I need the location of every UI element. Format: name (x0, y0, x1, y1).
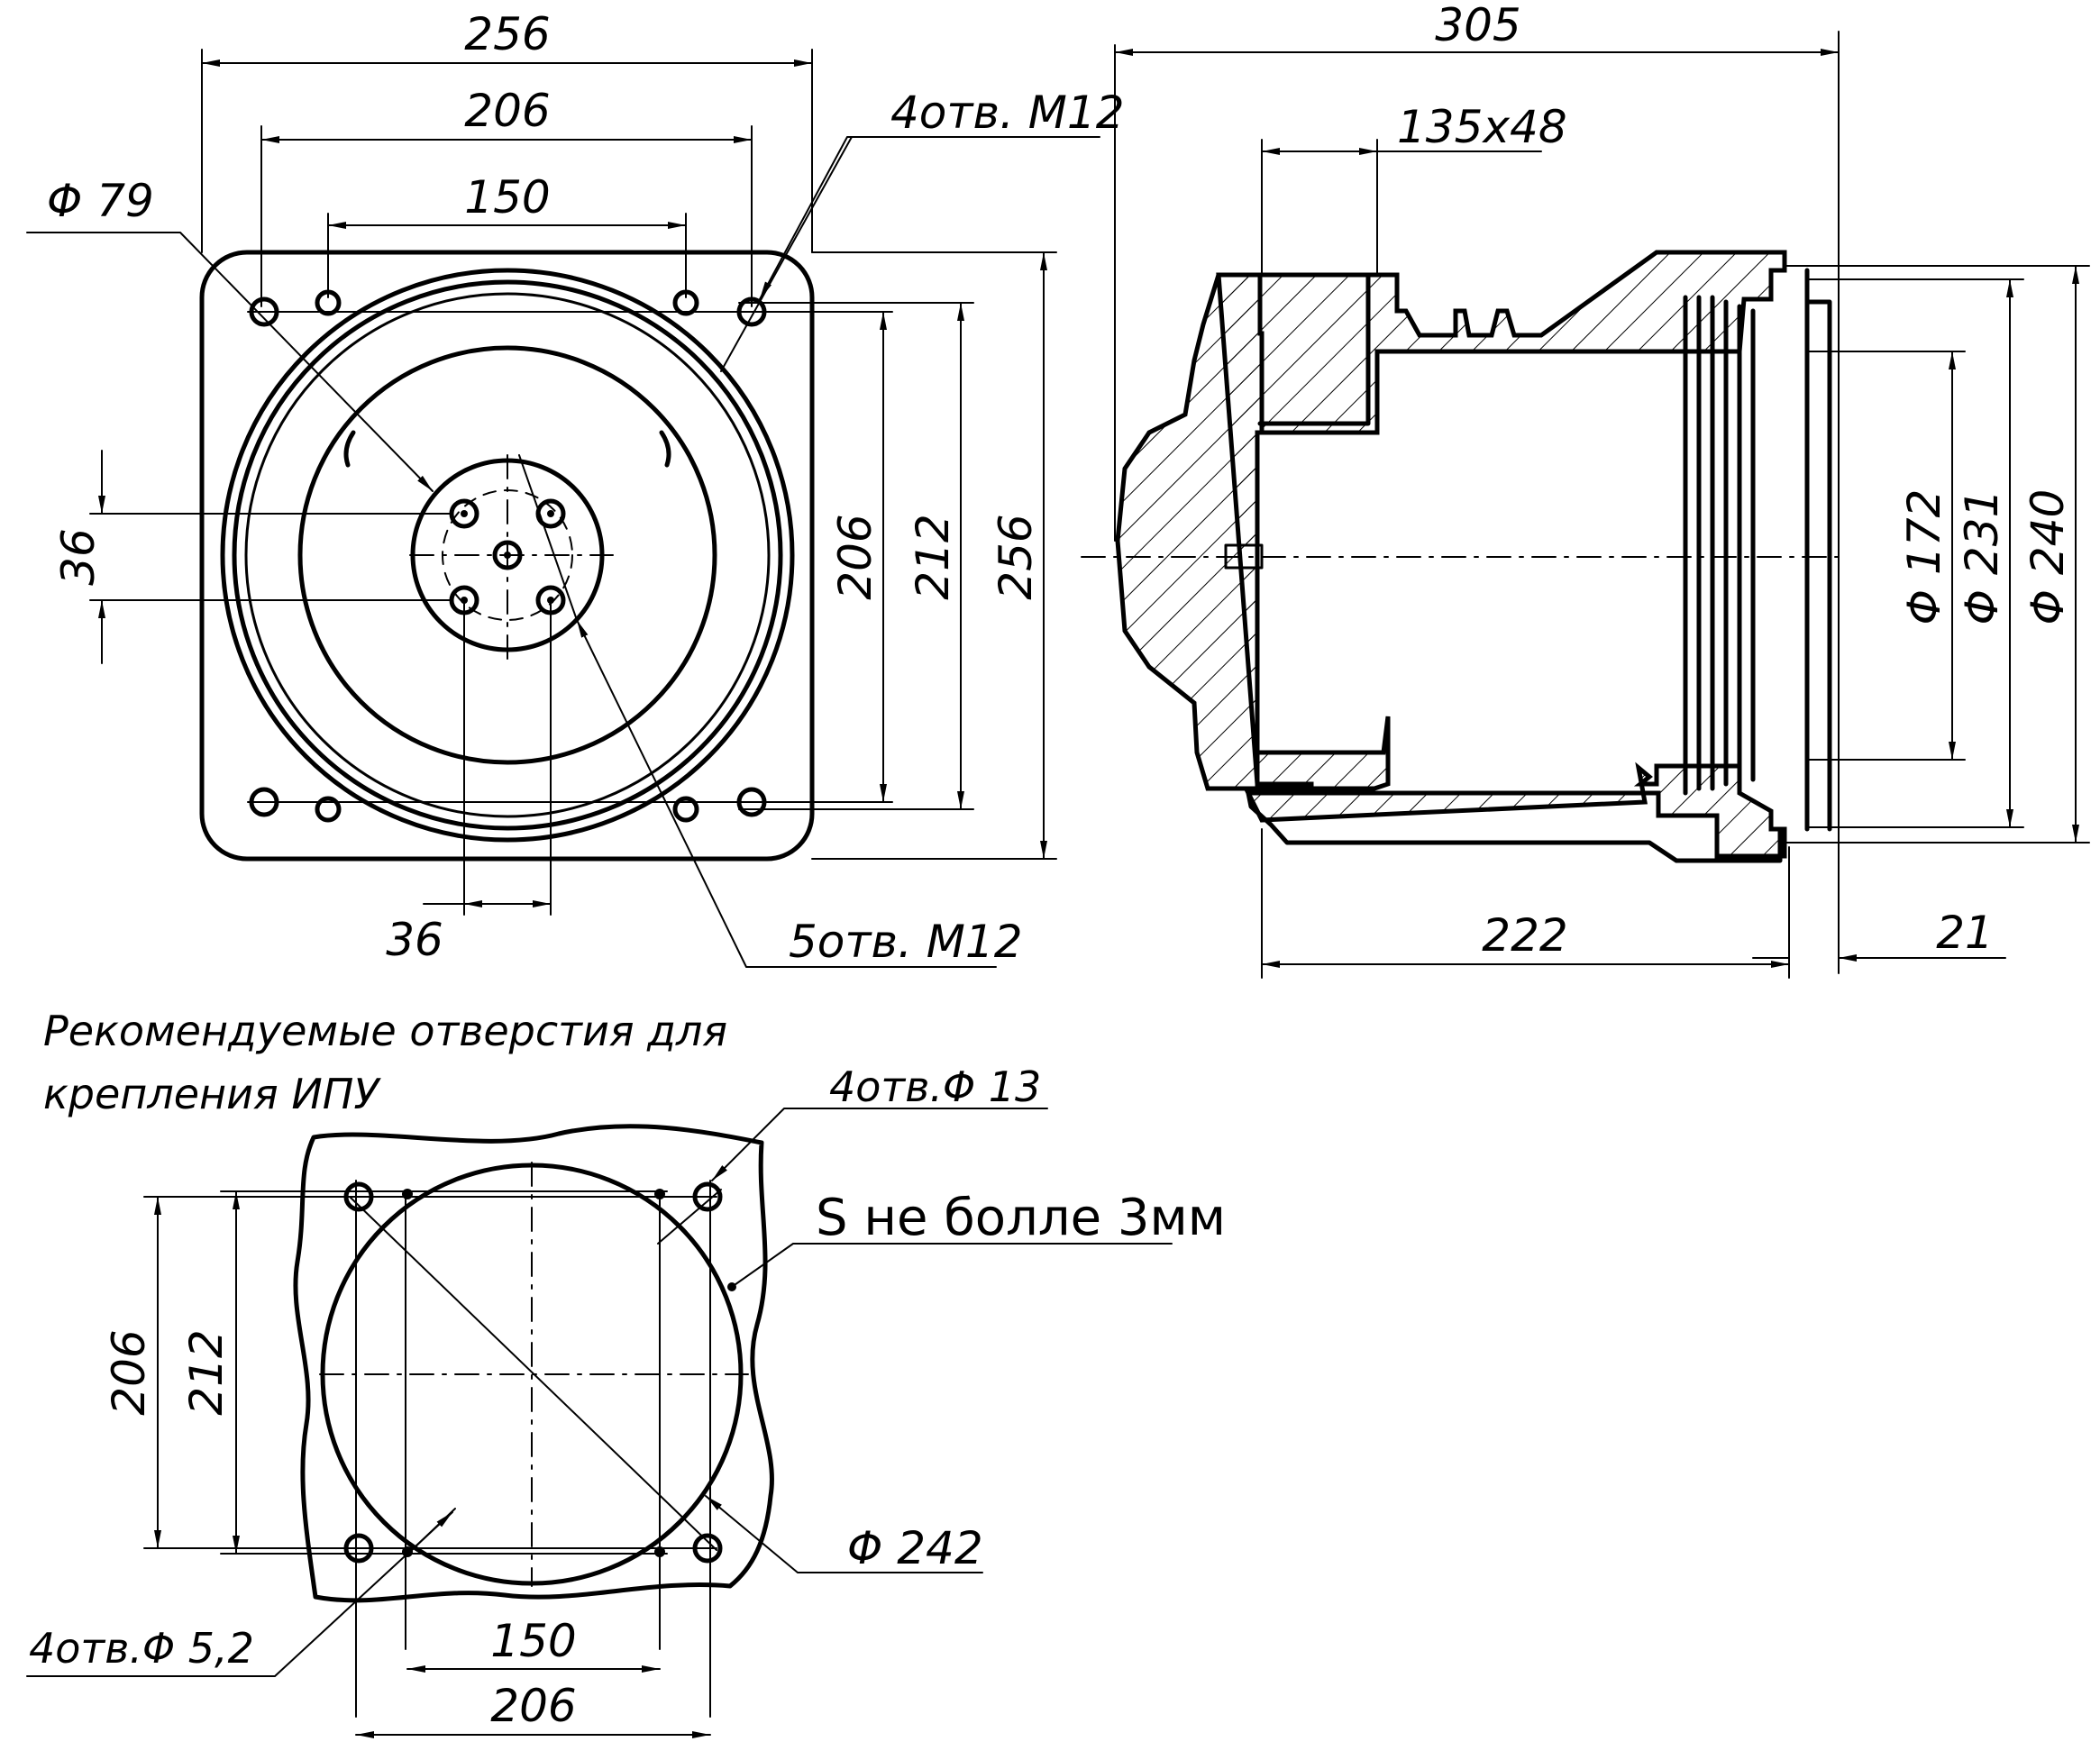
side-box (1257, 272, 1371, 426)
dim-d79: Φ 79 (47, 175, 154, 227)
mounting-view: Рекомендуемые отверстия для крепления ИП… (26, 1007, 1226, 1738)
dim-150-mount: 150 (490, 1615, 576, 1667)
note-4-holes-m12: 4отв. М12 (890, 87, 1125, 139)
note-4-holes-d13: 4отв.Φ 13 (829, 1062, 1041, 1111)
dim-150-top: 150 (464, 171, 550, 223)
dim-36-horizontal: 36 (386, 914, 443, 966)
dim-256-top: 256 (464, 8, 550, 60)
dim-206-top: 206 (464, 85, 550, 137)
mounting-holes (343, 1180, 723, 1718)
dim-305: 305 (1435, 0, 1520, 51)
side-housing-lower-section (1244, 761, 1787, 859)
dim-135x48: 135x48 (1397, 101, 1567, 153)
front-corner-holes (247, 289, 893, 823)
dim-d172: Φ 172 (1898, 489, 1950, 625)
dim-36-vertical: 36 (52, 528, 105, 586)
dim-212-mount-vertical: 212 (180, 1329, 233, 1415)
note-thickness: S не болле 3мм (816, 1189, 1226, 1247)
front-clip-right (659, 430, 671, 468)
front-outer-ring (220, 268, 795, 843)
front-view: 256 206 150 Φ 79 4отв. М12 36 206 212 25… (26, 8, 1125, 968)
dim-21: 21 (1936, 907, 1994, 959)
note-5-holes-m12: 5отв. М12 (789, 916, 1023, 968)
dim-206-vertical: 206 (829, 514, 881, 599)
front-inner-face (297, 345, 717, 765)
dim-206-mount-vertical: 206 (103, 1329, 155, 1415)
dim-222: 222 (1482, 909, 1567, 962)
note-4-holes-d5-2: 4отв.Φ 5,2 (29, 1624, 254, 1673)
dim-256-vertical: 256 (990, 514, 1042, 599)
side-flange-face (1804, 299, 1832, 832)
mounting-title-line2: крепления ИПУ (43, 1070, 381, 1118)
mounting-title-line1: Рекомендуемые отверстия для (43, 1007, 727, 1055)
front-hub-holes (449, 498, 566, 616)
side-bottom-contour (1246, 790, 1783, 863)
front-flange-outline (199, 250, 815, 862)
front-ring-3 (244, 292, 771, 818)
dim-d242: Φ 242 (847, 1522, 983, 1574)
front-clip-left (343, 430, 356, 468)
side-view: 305 135x48 Φ 172 Φ 231 Φ 240 222 21 (1081, 0, 2090, 979)
dim-d240: Φ 240 (2022, 489, 2074, 625)
side-housing-left-section (1115, 272, 1391, 791)
mounting-panel-outline (293, 1124, 774, 1603)
dim-d231: Φ 231 (1956, 489, 2008, 625)
mounting-diagonal (349, 1196, 717, 1551)
side-fins (1683, 295, 1756, 796)
dim-206-mount: 206 (490, 1680, 576, 1732)
front-outer-ring-2 (232, 279, 783, 831)
dim-212-vertical: 212 (907, 514, 959, 599)
